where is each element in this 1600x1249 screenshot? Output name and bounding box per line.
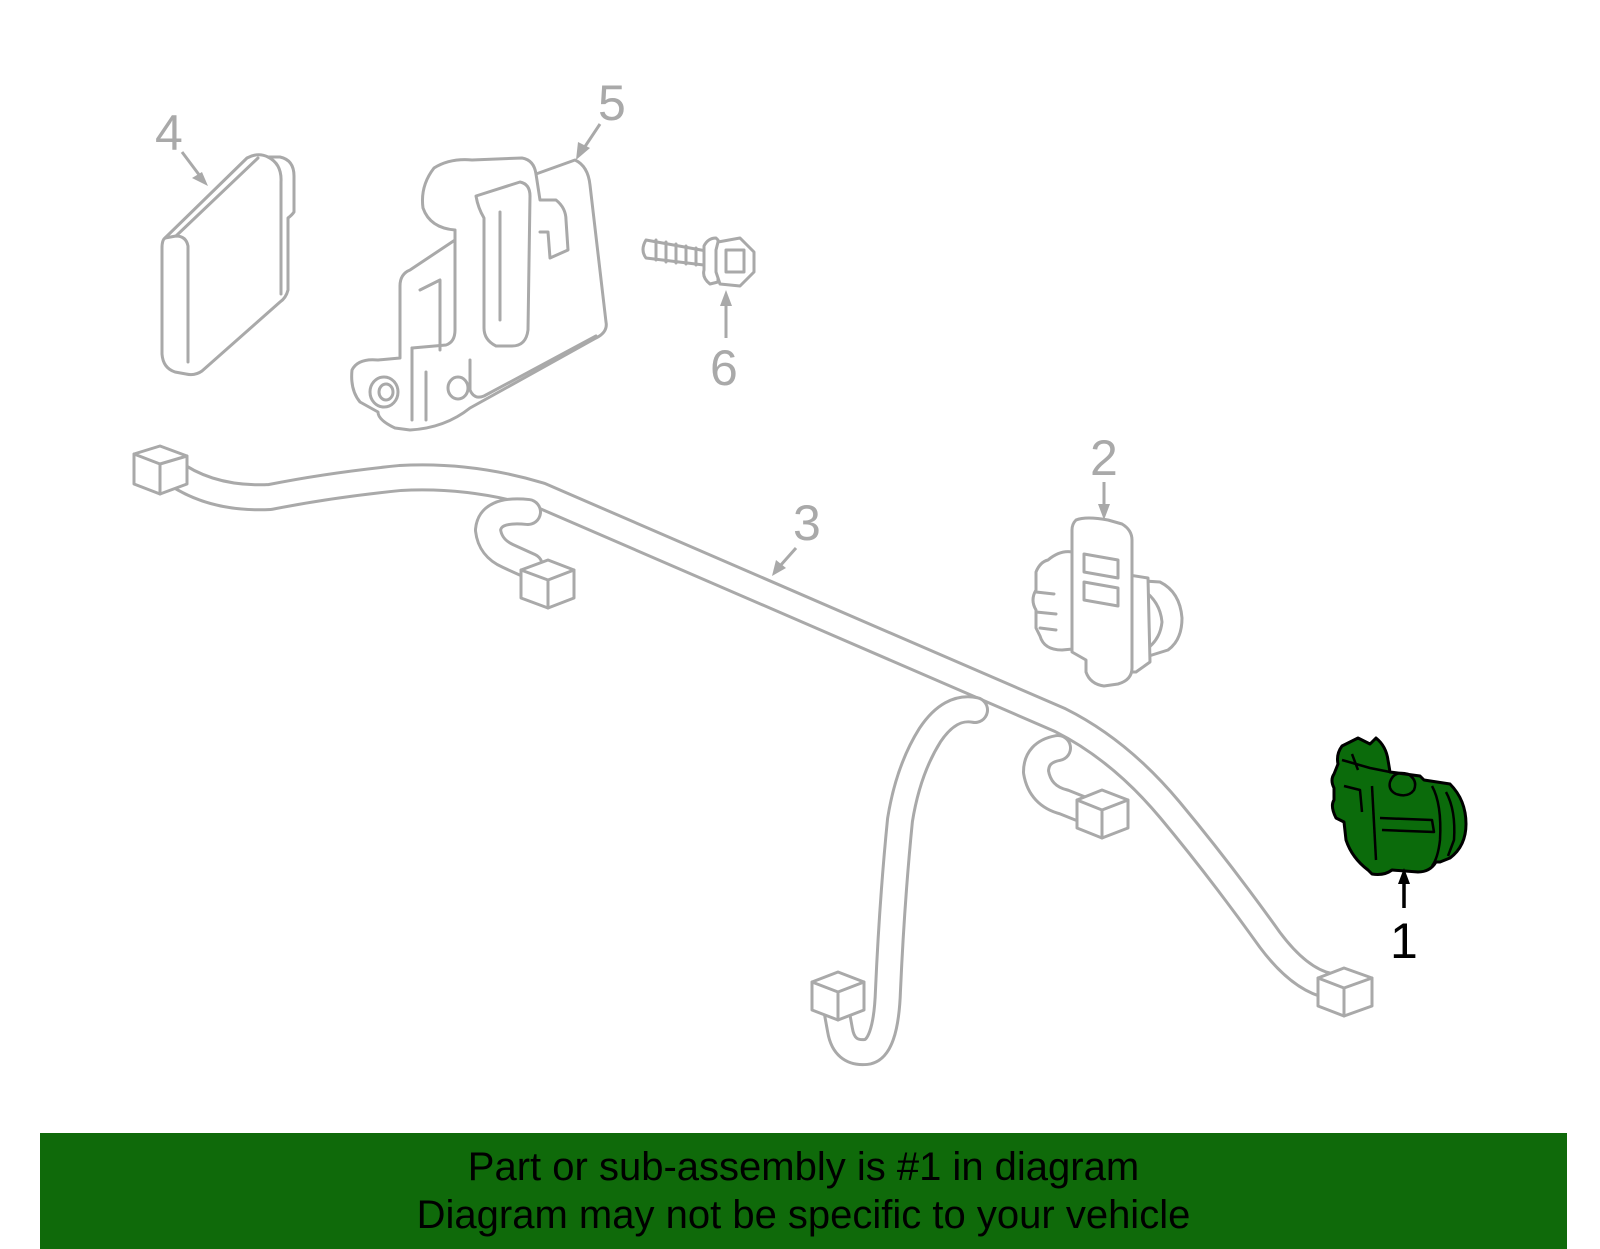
callout-number-5: 5	[598, 75, 626, 131]
part-1-sensor	[1330, 736, 1468, 876]
callout-number-6: 6	[710, 340, 738, 396]
callout-number-1: 1	[1390, 913, 1418, 969]
part-2-sensor-bracket	[1031, 516, 1184, 688]
callout-3-leader	[772, 547, 798, 576]
callout-number-4: 4	[155, 105, 183, 161]
callout-5-leader	[576, 123, 602, 160]
part-4-module-cover	[160, 153, 296, 377]
callout-1-leader	[1398, 868, 1410, 908]
connector	[1075, 788, 1130, 840]
part-3-wire-harness	[132, 444, 1374, 1067]
connector	[132, 444, 189, 496]
callout-2-leader	[1098, 482, 1110, 520]
banner-line-2: Diagram may not be specific to your vehi…	[416, 1193, 1191, 1237]
connector	[810, 970, 866, 1022]
callout-4-leader	[180, 151, 208, 186]
connector	[1316, 966, 1374, 1018]
callout-number-2: 2	[1090, 430, 1118, 486]
info-banner: Part or sub-assembly is #1 in diagram Di…	[40, 1133, 1567, 1249]
callout-number-3: 3	[793, 495, 821, 551]
part-5-mounting-bracket	[350, 156, 608, 432]
part-6-bolt	[641, 236, 756, 288]
callout-6-leader	[720, 290, 732, 338]
banner-line-1: Part or sub-assembly is #1 in diagram	[467, 1145, 1140, 1189]
connector	[519, 558, 576, 610]
